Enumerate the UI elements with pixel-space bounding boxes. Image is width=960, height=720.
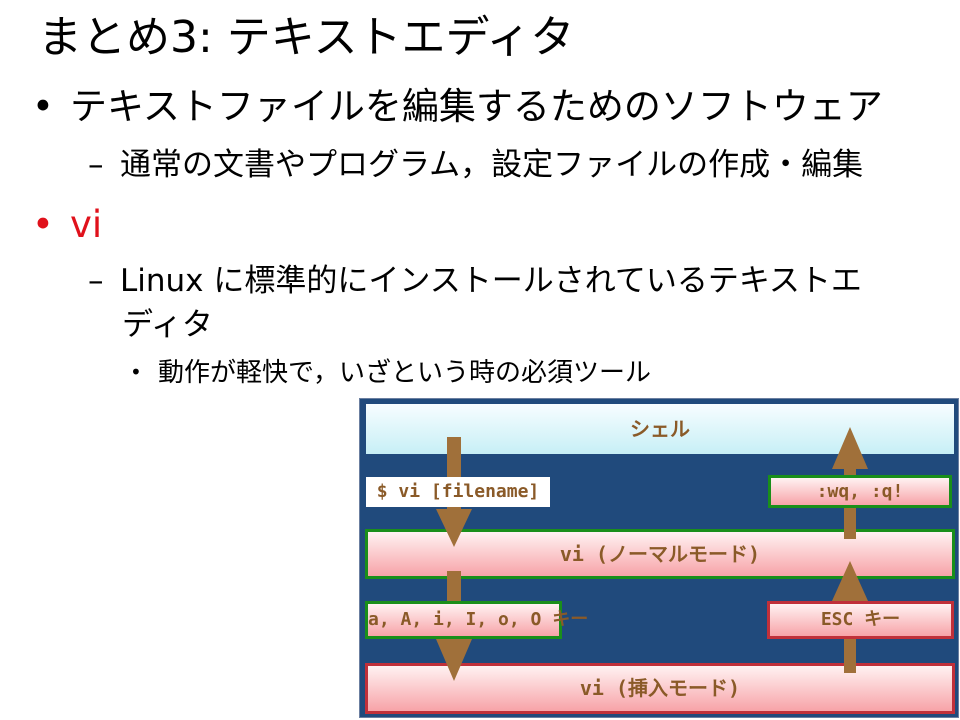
dash-marker: – xyxy=(88,147,104,183)
bullet-marker: • xyxy=(32,203,54,246)
sub-bullet-text: Linux に標準的にインストールされているテキストエ xyxy=(120,263,862,299)
insert-mode-box: vi (挿入モード) xyxy=(365,663,955,714)
bullet-item-vi: • vi xyxy=(32,198,102,252)
normal-mode-box: vi (ノーマルモード) xyxy=(365,529,955,579)
bullet-marker: • xyxy=(130,360,142,384)
mode-arrows xyxy=(436,427,868,681)
esc-key-box: ESC キー xyxy=(767,601,954,639)
shell-box: シェル xyxy=(366,404,954,454)
sub-bullet-item: –Linux に標準的にインストールされているテキストエ xyxy=(88,258,862,304)
slide-title: まとめ3: テキストエディタ xyxy=(38,12,575,63)
sub-sub-bullet-text: 動作が軽快で，いざという時の必須ツール xyxy=(158,358,651,388)
sub-sub-bullet-item: • 動作が軽快で，いざという時の必須ツール xyxy=(130,352,651,393)
bullet-text: vi xyxy=(70,203,103,246)
vi-mode-diagram: シェル vi (ノーマルモード) vi (挿入モード) $ vi [filena… xyxy=(359,398,959,718)
bullet-marker: • xyxy=(32,85,54,128)
sub-bullet-continuation: ディタ xyxy=(122,307,213,343)
bullet-item: • テキストファイルを編集するためのソフトウェア xyxy=(32,80,883,134)
quit-command-box: :wq, :q! xyxy=(768,475,952,508)
insert-keys-box: a, A, i, I, o, O キー xyxy=(365,601,588,639)
bullet-text: テキストファイルを編集するためのソフトウェア xyxy=(70,85,883,128)
sub-bullet-text: 通常の文書やプログラム，設定ファイルの作成・編集 xyxy=(120,147,864,183)
sub-bullet-item: –通常の文書やプログラム，設定ファイルの作成・編集 xyxy=(88,142,863,188)
dash-marker: – xyxy=(88,263,104,299)
vi-launch-command: $ vi [filename] xyxy=(366,477,550,507)
